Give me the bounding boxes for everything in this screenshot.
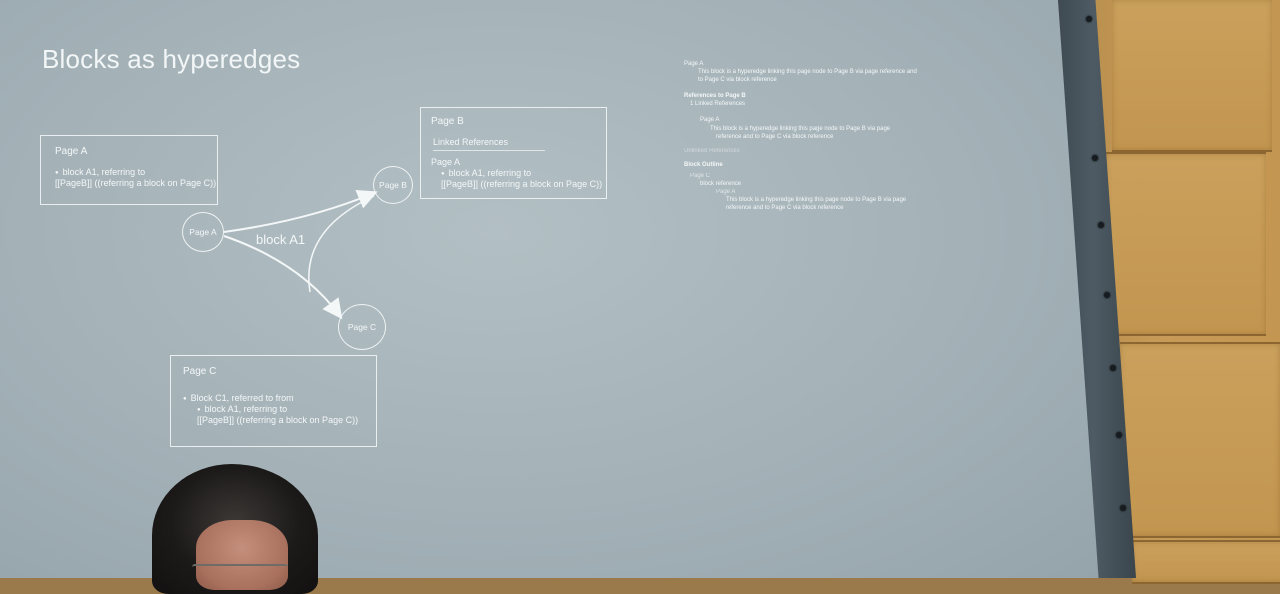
hyperedge-arrows [223, 190, 378, 320]
outline-line: Block Outline [684, 161, 723, 168]
rivet [1104, 292, 1110, 298]
page-b-box-title: Page B [431, 116, 464, 127]
projection-screen: Blocks as hyperedges Page A block A1, re… [0, 0, 1100, 578]
page-b-node: Page B [373, 166, 413, 204]
page-b-ref-page: Page A [431, 156, 461, 167]
edge-to-page-c [223, 235, 343, 320]
page-a-box-title: Page A [55, 146, 88, 157]
page-a-node: Page A [182, 212, 224, 252]
outline-line: Page A [684, 61, 704, 67]
outline-line: References to Page B [684, 93, 746, 100]
rivet [1086, 16, 1092, 22]
outline-line: block reference [700, 181, 742, 188]
references-outline: Page A This block is a hyperedge linking… [684, 60, 984, 212]
page-c-node: Page C [338, 304, 386, 350]
page-b-box: Page B Linked References Page A block A1… [420, 107, 607, 199]
outline-line: reference and to Page C via block refere… [716, 133, 834, 140]
outline-line: Page A [716, 189, 736, 196]
outline-line: Page A [700, 117, 720, 124]
slide-title: Blocks as hyperedges [42, 44, 301, 74]
page-c-child-line: block A1, referring to [197, 404, 376, 415]
page-a-block-line: block A1, referring to [55, 167, 217, 178]
outline-line: This block is a hyperedge linking this p… [726, 197, 907, 204]
rivet [1098, 222, 1104, 228]
edge-to-page-b [223, 190, 378, 233]
wall-panel [1112, 0, 1272, 152]
edge-hyper-curve [308, 195, 375, 293]
outline-line: Unlinked References [684, 147, 740, 154]
edge-label: block A1 [256, 232, 306, 247]
presenter-face [196, 520, 288, 590]
outline-line: This block is a hyperedge linking this p… [698, 69, 917, 76]
linked-references-heading: Linked References [433, 137, 545, 151]
page-a-box: Page A block A1, referring to [[PageB]] … [40, 135, 218, 205]
outline-line: to Page C via block reference [698, 77, 777, 84]
outline-line: Page C [690, 172, 711, 179]
rivet [1110, 365, 1116, 371]
outline-line: This block is a hyperedge linking this p… [710, 125, 891, 132]
wall-panel [1120, 342, 1280, 538]
rivet [1116, 432, 1122, 438]
page-c-box-title: Page C [183, 366, 217, 377]
page-c-block-line: Block C1, referred to from [183, 393, 376, 404]
page-b-block-ref: [[PageB]] ((referring a block on Page C)… [441, 179, 603, 190]
page-a-block-ref: [[PageB]] ((referring a block on Page C)… [55, 177, 217, 188]
outline-line: 1 Linked References [690, 101, 746, 108]
rivet [1120, 505, 1126, 511]
wall-panel [1132, 540, 1280, 584]
presenter-glasses [192, 564, 288, 576]
wall-panel [1106, 152, 1266, 336]
page-b-block-line: block A1, referring to [441, 168, 606, 179]
page-c-child-ref: [[PageB]] ((referring a block on Page C)… [197, 415, 359, 425]
rivet [1092, 155, 1098, 161]
outline-line: reference and to Page C via block refere… [726, 205, 844, 212]
page-c-box: Page C Block C1, referred to from block … [170, 355, 377, 447]
